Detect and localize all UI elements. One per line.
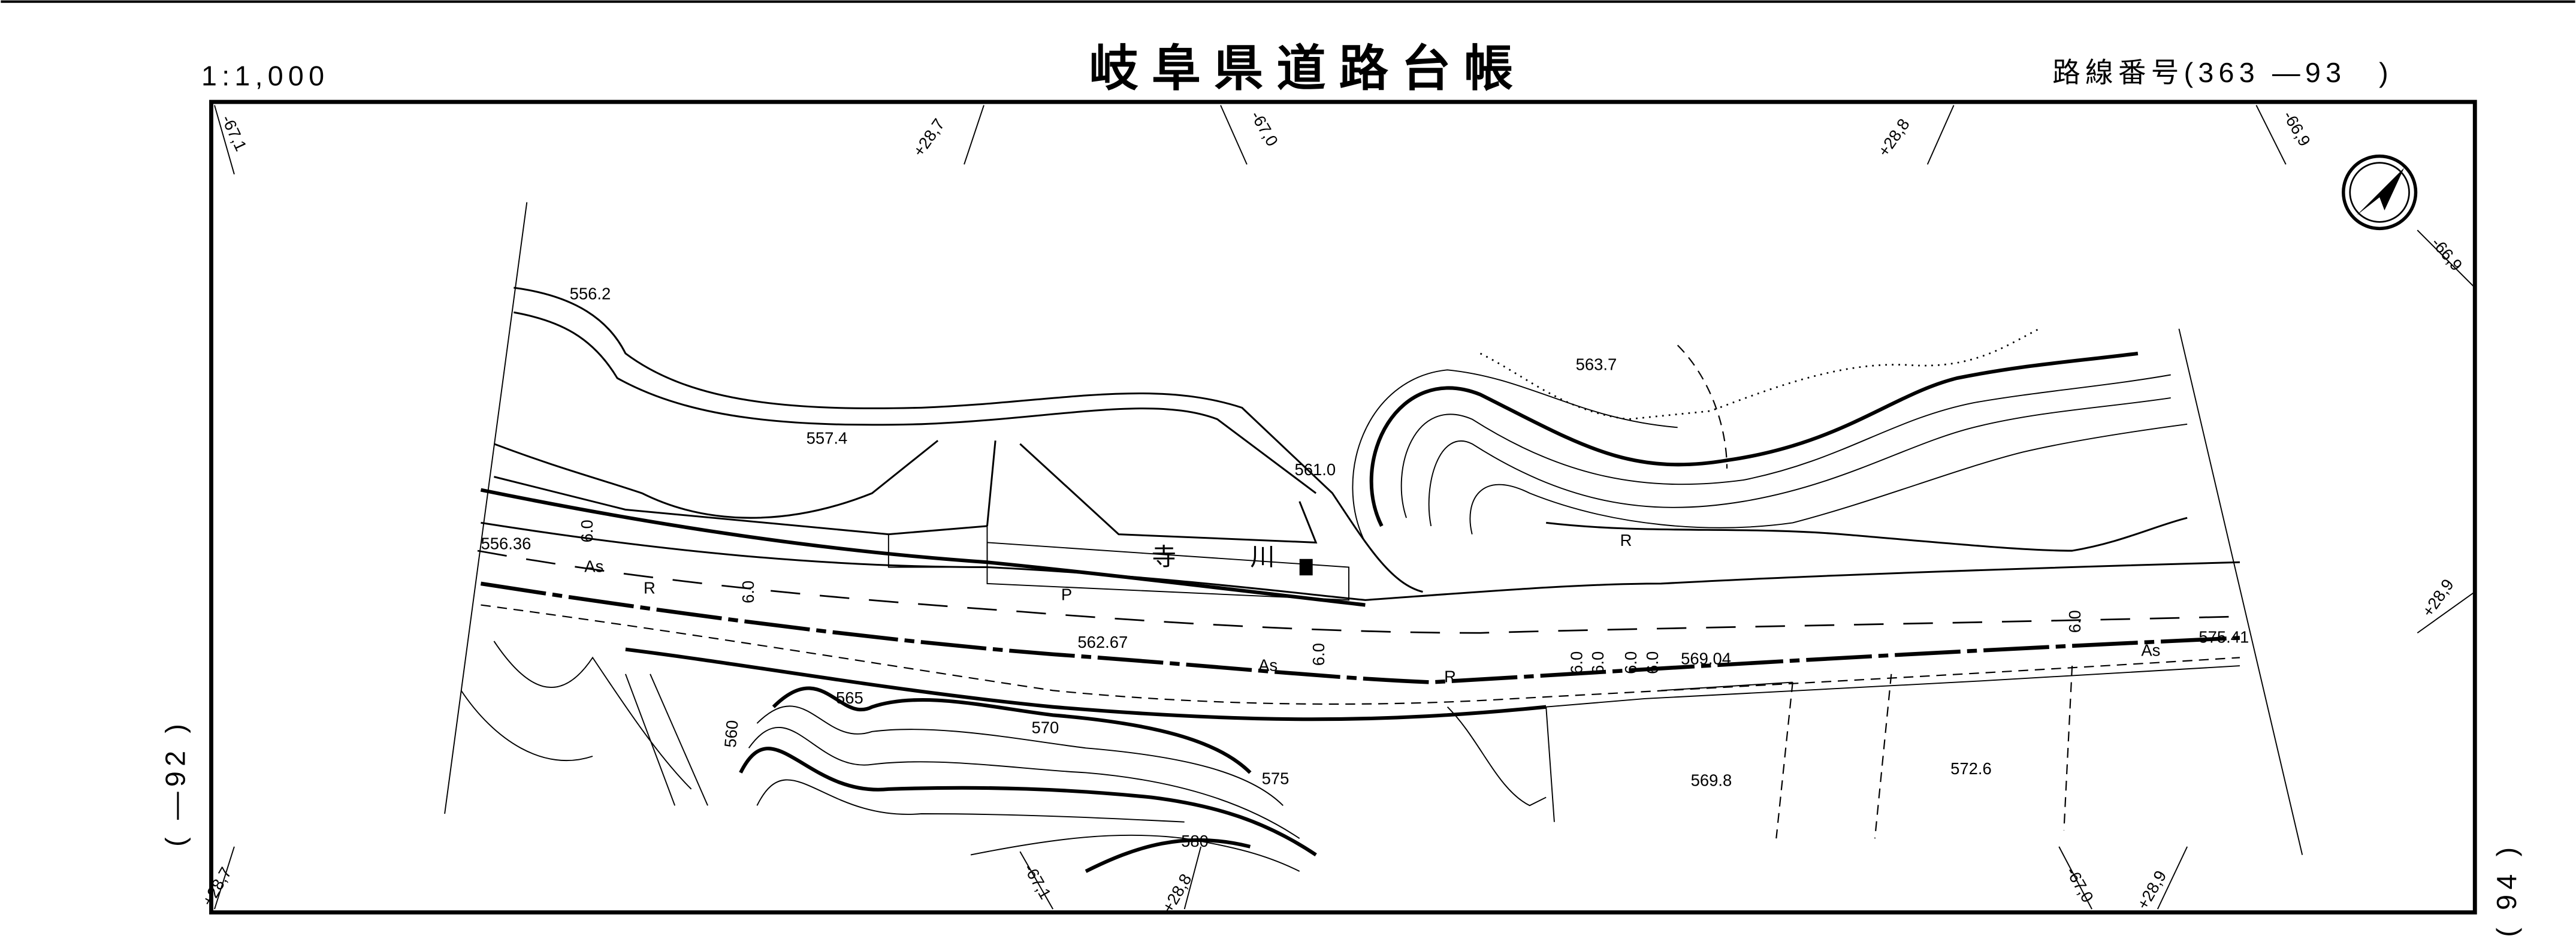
svg-text:6.0: 6.0 (1568, 651, 1586, 674)
elevation-labels: 556.2 557.4 561.0 563.7 556.36 562.67 56… (481, 284, 2249, 789)
svg-text:6.0: 6.0 (1589, 651, 1607, 674)
svg-text:570: 570 (1032, 718, 1059, 737)
svg-text:+28,8: +28,8 (1158, 871, 1195, 916)
road-curb-south (625, 647, 1547, 721)
svg-text:-67,0: -67,0 (2062, 864, 2097, 906)
svg-text:As: As (2141, 641, 2160, 660)
svg-text:6.0: 6.0 (578, 520, 596, 542)
survey-boundary-left (444, 202, 528, 814)
svg-text:-66,9: -66,9 (2279, 108, 2314, 150)
svg-text:P: P (1061, 585, 1072, 603)
map-frame (209, 99, 2477, 915)
svg-text:6.0: 6.0 (739, 581, 757, 603)
svg-text:As: As (1258, 656, 1278, 674)
survey-boundary-right (2178, 328, 2303, 855)
svg-text:R: R (644, 578, 656, 597)
svg-text:575.41: 575.41 (2198, 628, 2249, 647)
svg-text:572.6: 572.6 (1950, 759, 1992, 778)
svg-text:569.04: 569.04 (1681, 649, 1731, 668)
svg-text:-66,9: -66,9 (2428, 234, 2466, 274)
svg-text:川: 川 (1250, 544, 1275, 571)
right-sheet-label: ( 94 ) (2491, 843, 2522, 937)
svg-text:556.36: 556.36 (481, 534, 531, 552)
grid-labels-right: -66,9 +28,9 (2417, 230, 2475, 634)
svg-text:+28,7: +28,7 (909, 115, 948, 160)
svg-text:As: As (584, 557, 603, 576)
page-title: 岐阜県道路台帳 (1089, 41, 1527, 98)
svg-text:561.0: 561.0 (1294, 460, 1336, 479)
svg-text:6.0: 6.0 (2065, 610, 2084, 633)
road-curb-north (480, 488, 1366, 607)
svg-text:6.0: 6.0 (1621, 651, 1640, 674)
svg-text:575: 575 (1262, 769, 1289, 788)
svg-text:6.0: 6.0 (1643, 651, 1662, 674)
road-centerline (480, 581, 2240, 684)
svg-text:+28,7: +28,7 (198, 864, 235, 910)
svg-text:569.8: 569.8 (1691, 771, 1732, 789)
svg-text:R: R (1444, 668, 1456, 686)
contour-labels: 560 565 570 575 580 (721, 689, 1289, 850)
road-edge-north (481, 521, 2240, 601)
svg-text:+28,9: +28,9 (2418, 575, 2457, 620)
svg-text:6.0: 6.0 (1309, 643, 1328, 666)
river-embankment (493, 286, 1423, 601)
road-code-labels: As As As R R R P 6.0 6.0 6.0 6.0 6.0 6.0… (578, 520, 2160, 686)
svg-text:580: 580 (1181, 832, 1209, 850)
contours-south (460, 641, 2073, 873)
grid-labels-top: -67,1 +28,7 -67,0 +28,8 -66,9 (214, 105, 2314, 175)
svg-text:-67,1: -67,1 (1020, 861, 1055, 902)
svg-text:557.4: 557.4 (807, 429, 848, 448)
svg-text:+28,8: +28,8 (1874, 115, 1913, 160)
scale-label: 1:1,000 (201, 61, 329, 92)
river-name: 寺 川 (1152, 544, 1275, 571)
svg-text:+28,9: +28,9 (2133, 867, 2170, 913)
svg-text:R: R (1620, 531, 1632, 550)
grid-labels-bottom: +28,7 -67,1 +28,8 -67,0 +28,9 (198, 846, 2188, 916)
north-arrow-icon (2342, 154, 2418, 231)
svg-text:563.7: 563.7 (1576, 355, 1617, 373)
svg-text:556.2: 556.2 (570, 284, 611, 303)
structure-marker (1299, 558, 1313, 576)
svg-text:寺: 寺 (1152, 544, 1176, 571)
road-edge-south (481, 604, 2240, 705)
contours-north (1352, 328, 2188, 552)
road (477, 488, 2240, 721)
svg-text:-67,0: -67,0 (1247, 108, 1282, 150)
svg-text:565: 565 (836, 689, 863, 707)
route-number: 路線番号(363 —93 ) (2052, 57, 2393, 88)
svg-text:560: 560 (721, 720, 742, 748)
svg-text:562.67: 562.67 (1077, 633, 1128, 651)
left-sheet-label: ( —92 ) (160, 719, 191, 847)
